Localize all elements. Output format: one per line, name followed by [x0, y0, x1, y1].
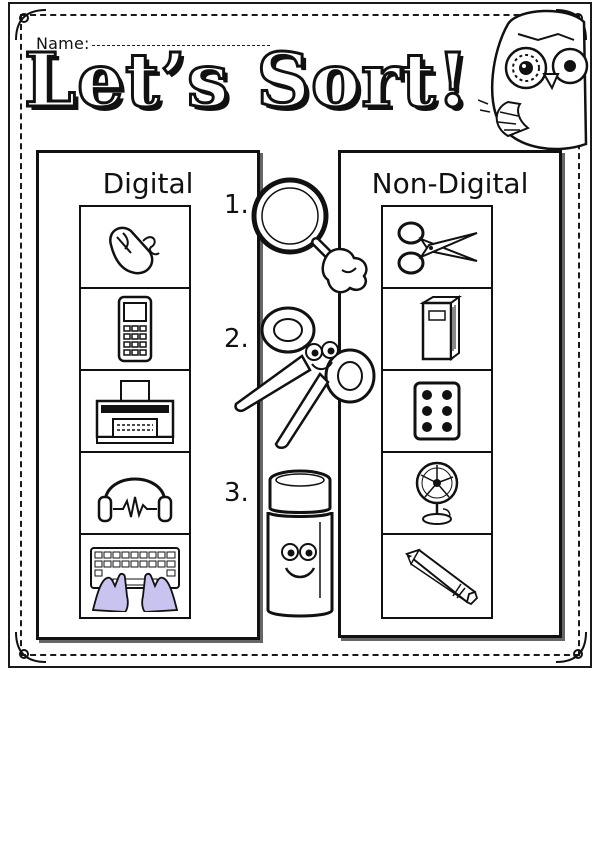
fan-icon: [415, 461, 459, 525]
name-field[interactable]: Name:: [36, 34, 270, 53]
list-item[interactable]: [81, 453, 189, 535]
worksheet-page: [8, 2, 592, 668]
step-number-3: 3.: [224, 478, 249, 508]
dashed-border: [20, 14, 580, 656]
non-digital-item-list: [381, 205, 493, 619]
non-digital-column-label: Non-Digital: [371, 167, 529, 200]
step-number-2: 2.: [224, 324, 249, 354]
computer-mouse-icon: [109, 226, 160, 275]
name-label: Name:: [36, 34, 90, 53]
pencil-icon: [404, 548, 479, 606]
corner-flourish-icon: [15, 631, 47, 663]
list-item[interactable]: [81, 535, 189, 617]
page-title: Let’s Sort!: [23, 37, 471, 126]
printer-icon: [95, 380, 175, 444]
name-underline[interactable]: [91, 45, 270, 46]
cell-phone-icon: [117, 295, 153, 363]
glue-stick-character-icon: [266, 469, 334, 618]
digital-item-list: [79, 205, 191, 619]
list-item[interactable]: [81, 207, 189, 289]
step-number-1: 1.: [224, 190, 249, 220]
book-icon: [419, 295, 462, 361]
scissors-character-icon: [234, 306, 376, 449]
corner-flourish-icon: [15, 9, 47, 41]
list-item[interactable]: [383, 535, 491, 617]
list-item[interactable]: [81, 289, 189, 371]
list-item[interactable]: [383, 289, 491, 371]
scissors-icon: [397, 221, 478, 275]
headphones-icon: [97, 477, 173, 523]
list-item[interactable]: [383, 371, 491, 453]
list-item[interactable]: [81, 371, 189, 453]
keyboard-hands-icon: [90, 547, 180, 612]
magnifying-glass-icon: [251, 177, 368, 294]
owl-icon: [478, 9, 589, 151]
list-item[interactable]: [383, 207, 491, 289]
list-item[interactable]: [383, 453, 491, 535]
digital-column-label: Digital: [102, 167, 194, 200]
corner-flourish-icon: [555, 631, 587, 663]
digital-column: Digital: [36, 150, 260, 640]
dice-icon: [413, 381, 461, 441]
non-digital-column: Non-Digital: [338, 150, 562, 638]
